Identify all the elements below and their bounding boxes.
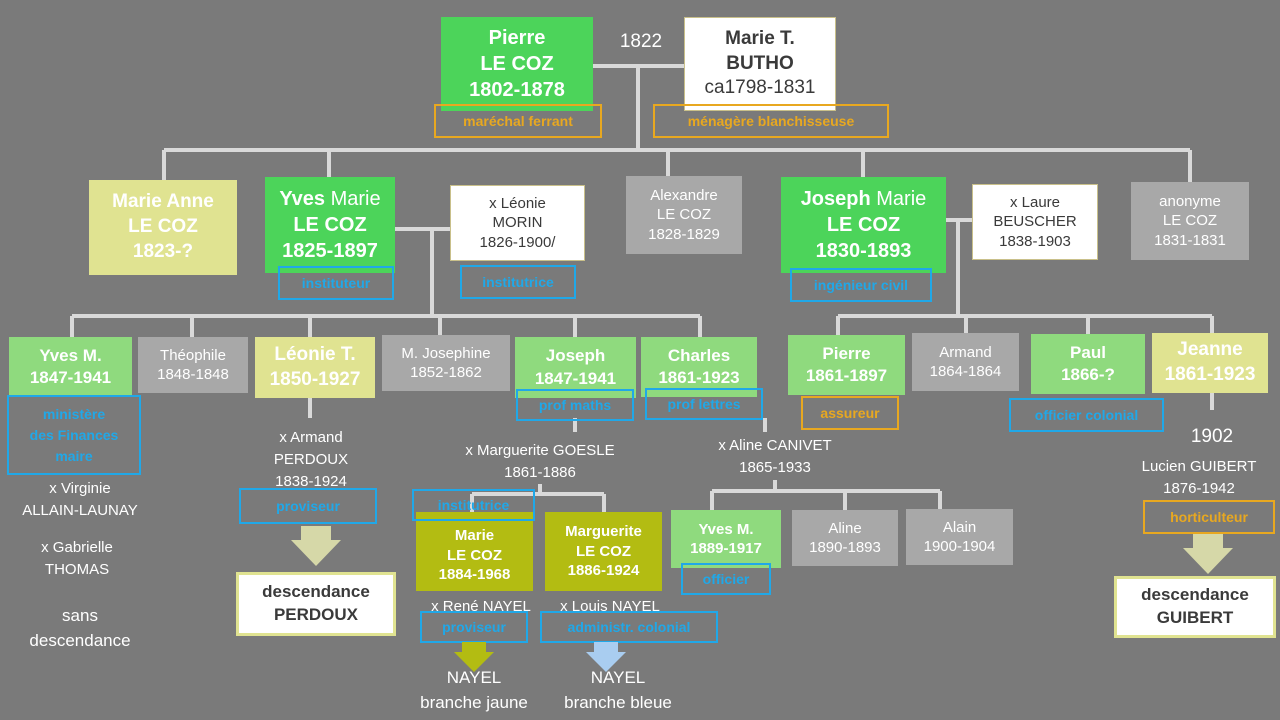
spouse-lucien-guibert: Lucien GUIBERT 1876-1942 [1141,458,1257,497]
job-tag-paul: officier colonial [1009,398,1164,432]
spouse-virginie-allain-launay: x Virginie ALLAIN-LAUNAY [22,480,138,519]
branch-nayel-jaune: NAYEL branche jaune [420,668,528,712]
job-tag-joseph-marie: ingénieur civil [790,268,932,302]
marriage-year-1822: 1822 [619,31,663,52]
person-joseph-marie-le-coz: Joseph Marie LE COZ 1830-1893 [781,177,946,273]
person-charles: Charles 1861-1923 [641,337,757,397]
spouse-marguerite-goesle: x Marguerite GOESLE 1861-1886 [465,442,615,481]
job-tag-marie-t: ménagère blanchisseuse [653,104,889,138]
descendance-perdoux: descendance PERDOUX [236,572,396,636]
person-marie-le-coz-1884: Marie LE COZ 1884-1968 [416,512,533,591]
person-theophile: Théophile 1848-1848 [138,337,248,393]
spouse-louis-nayel: x Louis NAYEL [560,598,660,615]
arrow-down-perdoux [291,526,341,566]
person-joseph-1847: Joseph 1847-1941 [515,337,636,398]
person-armand: Armand 1864-1864 [912,333,1019,391]
person-anonyme-le-coz: anonyme LE COZ 1831-1831 [1131,182,1249,260]
job-tag-charles: prof lettres [645,388,763,420]
arrow-down-guibert [1183,534,1233,574]
job-tag-pierre: maréchal ferrant [434,104,602,138]
job-tag-leonie: institutrice [460,265,576,299]
job-tag-louis-nayel: administr. colonial [540,611,718,643]
marriage-year-1902: 1902 [1190,426,1234,447]
arrow-down-nayel-bleue [586,642,626,672]
job-tag-joseph-1847: prof maths [516,389,634,421]
job-tag-yves-m-1847: ministère des Finances maire [7,395,141,475]
job-tag-yves-m-1889: officier [681,563,771,595]
person-pierre-le-coz: Pierre LE COZ 1802-1878 [441,17,593,111]
job-tag-armand-perdoux: proviseur [239,488,377,524]
person-marie-anne-le-coz: Marie Anne LE COZ 1823-? [89,180,237,275]
job-tag-marie: institutrice [412,489,535,521]
spouse-armand-perdoux: x Armand PERDOUX 1838-1924 [273,429,349,490]
person-aline: Aline 1890-1893 [792,510,898,566]
job-tag-yves: instituteur [278,266,394,300]
person-pierre-1861: Pierre 1861-1897 [788,335,905,395]
spouse-gabrielle-thomas: x Gabrielle THOMAS [41,539,113,578]
spouse-rene-nayel: x René NAYEL [431,598,531,615]
person-yves-m-1889: Yves M. 1889-1917 [671,510,781,568]
spouse-aline-canivet: x Aline CANIVET 1865-1933 [718,437,832,476]
person-yves-marie-le-coz: Yves Marie LE COZ 1825-1897 [265,177,395,273]
person-laure-beuscher: x Laure BEUSCHER 1838-1903 [972,184,1098,260]
arrow-down-nayel-jaune [454,642,494,672]
person-yves-m-1847: Yves M. 1847-1941 [9,337,132,397]
note-sans-descendance: sans descendance [29,606,131,650]
person-paul: Paul 1866-? [1031,334,1145,394]
descendance-guibert: descendance GUIBERT [1114,576,1276,638]
job-tag-lucien-guibert: horticulteur [1143,500,1275,534]
job-tag-rene-nayel: proviseur [420,611,528,643]
branch-nayel-bleue: NAYEL branche bleue [564,668,672,712]
person-marguerite-le-coz: Marguerite LE COZ 1886-1924 [545,512,662,591]
person-jeanne: Jeanne 1861-1923 [1152,333,1268,393]
person-m-josephine: M. Josephine 1852-1862 [382,335,510,391]
job-tag-pierre-1861: assureur [801,396,899,430]
person-leonie-morin: x Léonie MORIN 1826-1900/ [450,185,585,261]
person-leonie-t: Léonie T. 1850-1927 [255,337,375,398]
person-alain: Alain 1900-1904 [906,509,1013,565]
person-marie-t-butho: Marie T. BUTHO ca1798-1831 [684,17,836,111]
person-alexandre-le-coz: Alexandre LE COZ 1828-1829 [626,176,742,254]
